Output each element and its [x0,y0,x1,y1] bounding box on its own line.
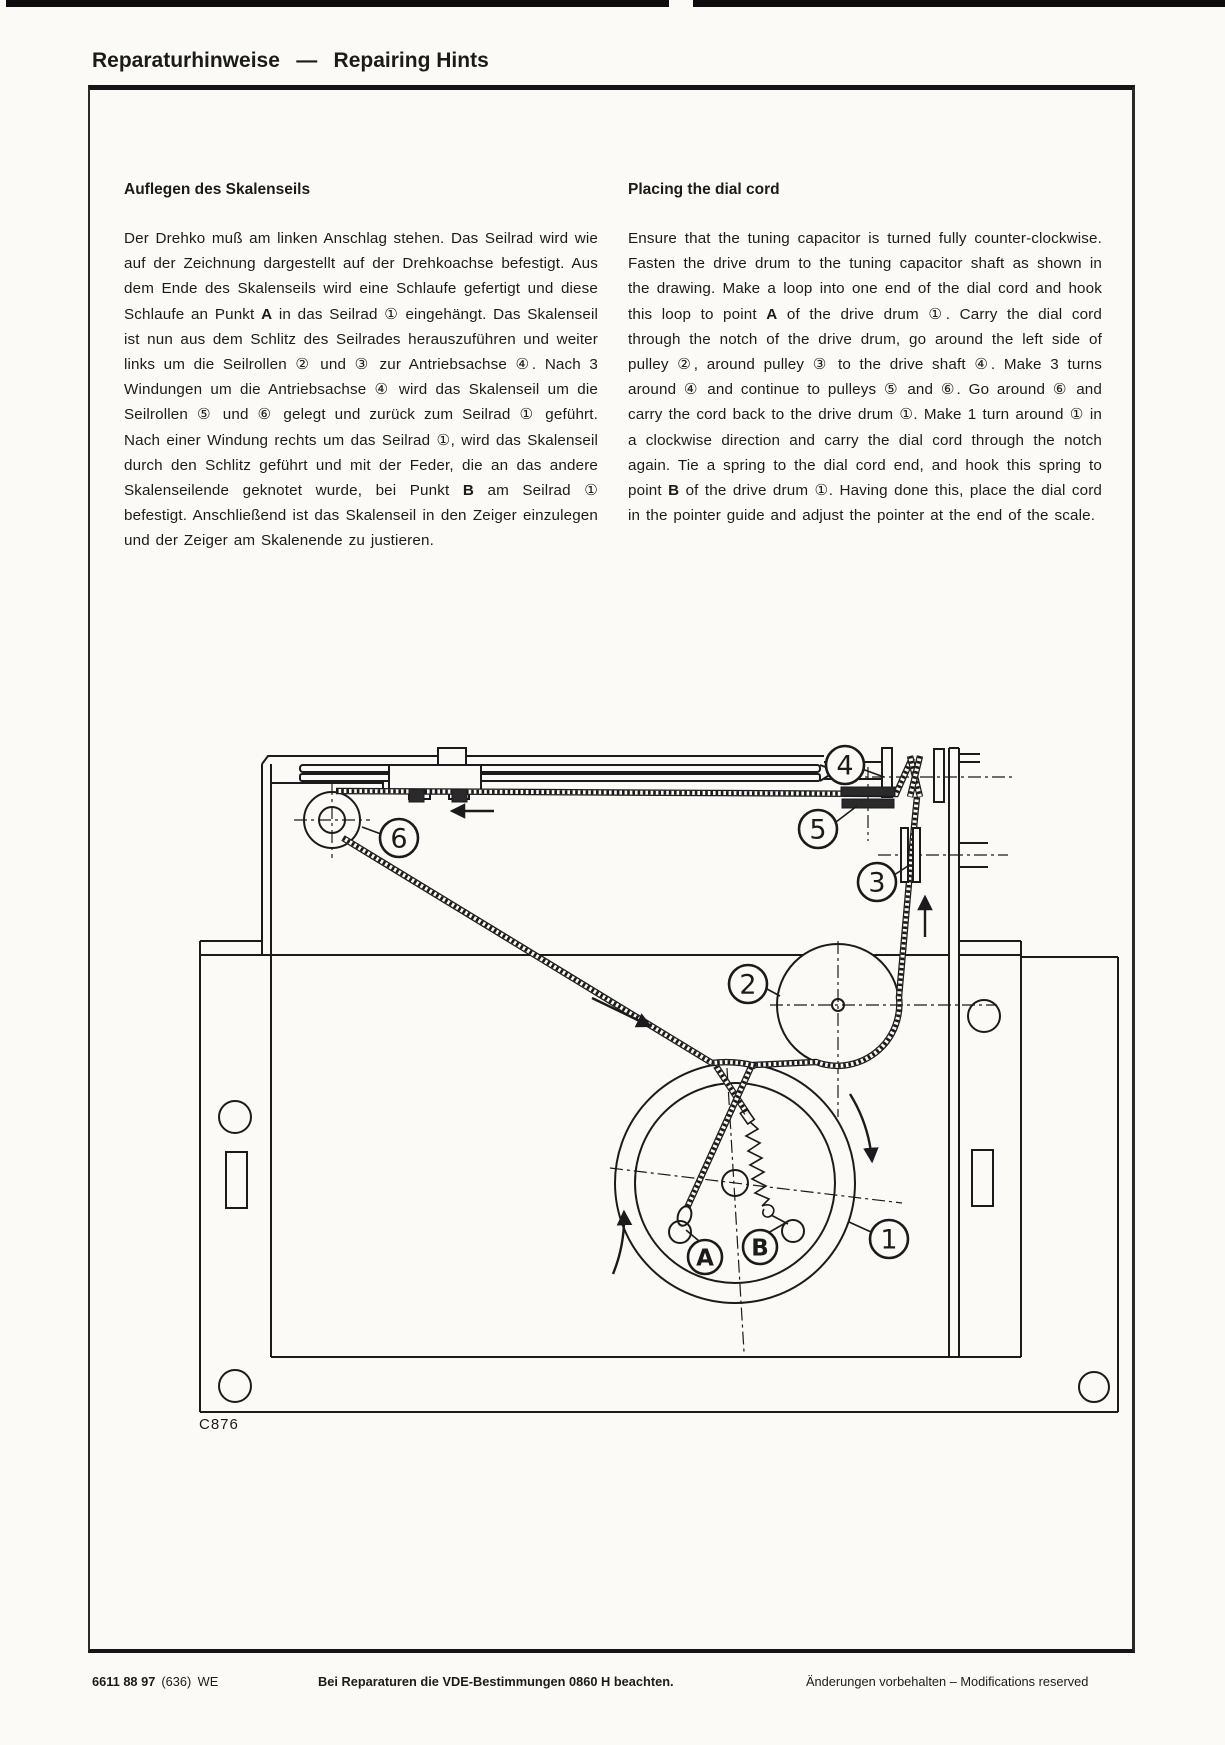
mounting-slot [225,1151,248,1209]
drive-drum-1 [609,1062,903,1353]
footer-document-number: 6611 88 97 (636) WE [92,1674,218,1689]
doc-issue: (636) WE [161,1674,219,1689]
heading-english: Placing the dial cord [628,181,780,198]
cord-clamps [408,788,468,803]
callout-a: A [686,1238,724,1276]
hook-point-a [668,1205,693,1244]
callout-6: 6 [378,817,420,859]
pulley-3 [900,827,921,883]
callout-5: 5 [797,808,839,850]
arrow-down-right [591,996,653,1028]
arrow-rotation-right [848,1093,879,1164]
callout-b-label: B [751,1235,769,1261]
figure-code: C876 [199,1416,239,1433]
footer-rights-notice: Änderungen vorbehalten – Modifications r… [806,1674,1089,1689]
cord-wrap-drive-shaft [910,756,920,797]
callout-1: 1 [868,1218,910,1260]
callout-b: B [741,1228,779,1266]
footer-vde-notice: Bei Reparaturen die VDE-Bestimmungen 086… [318,1674,674,1689]
paragraph-german: Der Drehko muß am linken Anschlag stehen… [124,230,598,550]
doc-number: 6611 88 97 [92,1674,156,1689]
callout-1-label: 1 [880,1225,897,1256]
dial-scale-rail [299,764,839,782]
mounting-hole [1078,1371,1110,1403]
callout-3-label: 3 [868,868,885,899]
callout-a-label: A [696,1245,714,1271]
mounting-slot [971,1149,994,1207]
mounting-hole [218,1369,252,1403]
page-title: Reparaturhinweise — Repairing Hints [92,49,489,72]
scan-top-edge [6,0,1225,7]
pulley-5 [840,786,896,809]
callout-6-label: 6 [390,824,407,855]
pulley-6 [294,782,370,858]
callout-3: 3 [856,861,898,903]
mounting-hole [218,1100,252,1134]
mounting-hole [967,999,1001,1033]
hook-point-b [781,1219,805,1243]
heading-german: Auflegen des Skalenseils [124,181,311,198]
bracket-plate [933,748,945,803]
content-border-box [88,85,1135,1653]
arrow-rotation-left [611,1209,633,1275]
paragraph-english: Ensure that the tuning capacitor is turn… [628,230,1103,525]
callout-2-label: 2 [739,970,756,1001]
callout-5-label: 5 [809,815,826,846]
direction-arrows [449,803,933,1275]
callout-4: 4 [824,744,866,786]
callout-2: 2 [727,963,769,1005]
callout-leaders [361,768,909,1242]
callout-4-label: 4 [836,751,853,782]
